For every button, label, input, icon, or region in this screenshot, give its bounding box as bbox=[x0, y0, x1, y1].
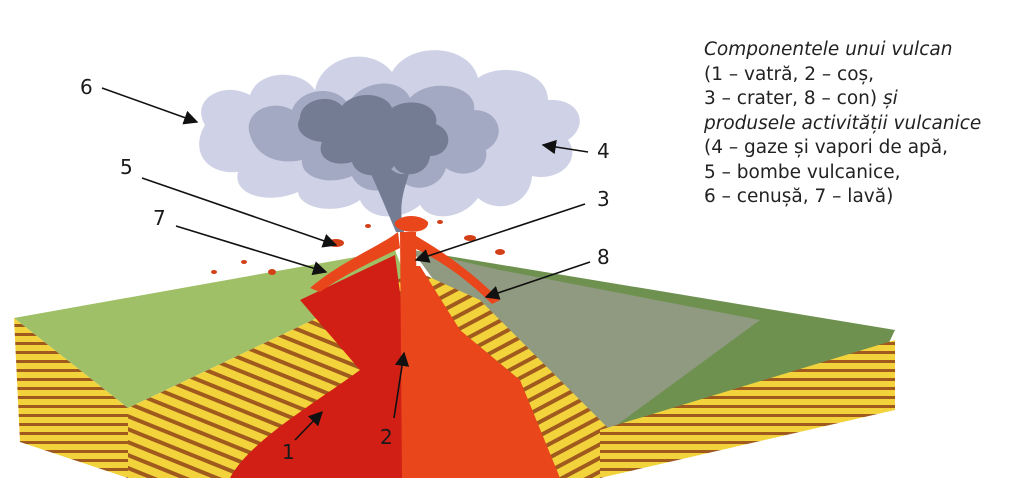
caption-line-3-text: 3 – crater, 8 – con) bbox=[704, 88, 878, 109]
caption-line-7: 6 – cenușă, 7 – lavă) bbox=[704, 186, 894, 207]
arrow-3 bbox=[414, 203, 586, 263]
caption-line-6: 5 – bombe vulcanice, bbox=[704, 161, 901, 183]
label-1: 1 bbox=[282, 440, 295, 464]
label-4: 4 bbox=[597, 139, 610, 163]
caption-line-1: Componentele unui vulcan bbox=[704, 39, 953, 60]
arrow-5 bbox=[141, 177, 338, 248]
arrow-8 bbox=[484, 261, 591, 300]
arrow-7 bbox=[175, 225, 328, 276]
caption-line-5: (4 – gaze și vapori de apă, bbox=[704, 137, 948, 158]
caption-line-3: 3 – crater, 8 – con) și bbox=[704, 87, 1022, 112]
label-2: 2 bbox=[380, 425, 393, 449]
pointer-arrows bbox=[101, 87, 591, 441]
legend-caption: Componentele unui vulcan (1 – vatră, 2 –… bbox=[704, 38, 1022, 210]
arrow-2 bbox=[393, 351, 410, 419]
caption-line-3-connector: și bbox=[877, 88, 898, 109]
label-5: 5 bbox=[120, 155, 133, 179]
arrow-6 bbox=[101, 87, 199, 125]
label-6: 6 bbox=[80, 75, 93, 99]
arrow-1 bbox=[294, 410, 323, 441]
ash-cloud bbox=[199, 50, 580, 232]
caption-line-2: (1 – vatră, 2 – coș, bbox=[704, 63, 875, 85]
label-8: 8 bbox=[597, 245, 610, 269]
caption-line-4: produsele activității vulcanice bbox=[704, 112, 982, 134]
arrow-4 bbox=[541, 139, 589, 155]
terrain-left bbox=[14, 250, 405, 478]
label-3: 3 bbox=[597, 187, 610, 211]
label-7: 7 bbox=[153, 206, 166, 230]
